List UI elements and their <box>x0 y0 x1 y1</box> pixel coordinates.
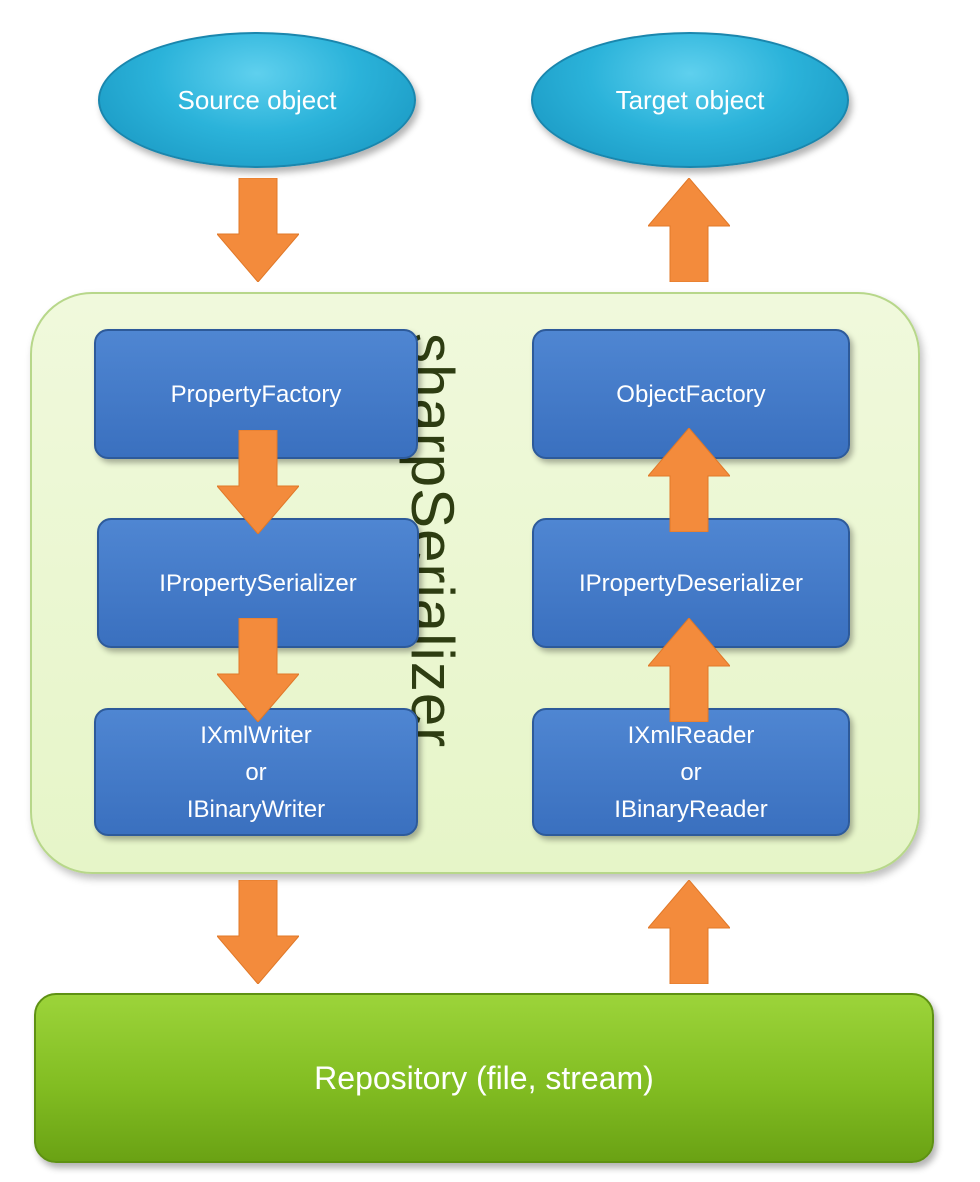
source-object-label: Source object <box>177 84 337 115</box>
property-serializer-label: IPropertySerializer <box>159 569 357 597</box>
arrow-down-writer-to-repository <box>217 880 299 984</box>
writer-label-line2: or <box>245 758 267 786</box>
arrow-up-deserializer-to-factory <box>648 428 730 532</box>
writer-label-line1: IXmlWriter <box>200 721 312 749</box>
target-object-label: Target object <box>615 84 765 115</box>
repository-label: Repository (file, stream) <box>314 1059 654 1096</box>
object-factory-label: ObjectFactory <box>616 380 766 408</box>
reader-label-line2: or <box>680 758 702 786</box>
property-factory-label: PropertyFactory <box>170 380 342 408</box>
arrow-up-repository-to-reader <box>648 880 730 984</box>
writer-label-line3: IBinaryWriter <box>186 795 326 823</box>
arrow-up-reader-to-deserializer <box>648 618 730 722</box>
arrow-down-factory-to-serializer <box>217 430 299 534</box>
reader-box: IXmlReader or IBinaryReader <box>532 708 850 836</box>
property-deserializer-label: IPropertyDeserializer <box>578 569 804 597</box>
source-object-node: Source object <box>98 32 416 168</box>
arrow-up-serializer-to-target <box>648 178 730 282</box>
repository-node: Repository (file, stream) <box>34 993 934 1163</box>
target-object-node: Target object <box>531 32 849 168</box>
reader-label-line1: IXmlReader <box>627 721 755 749</box>
writer-box: IXmlWriter or IBinaryWriter <box>94 708 418 836</box>
arrow-down-source-to-serializer <box>217 178 299 282</box>
arrow-down-serializer-to-writer <box>217 618 299 722</box>
reader-label-line3: IBinaryReader <box>614 795 768 823</box>
